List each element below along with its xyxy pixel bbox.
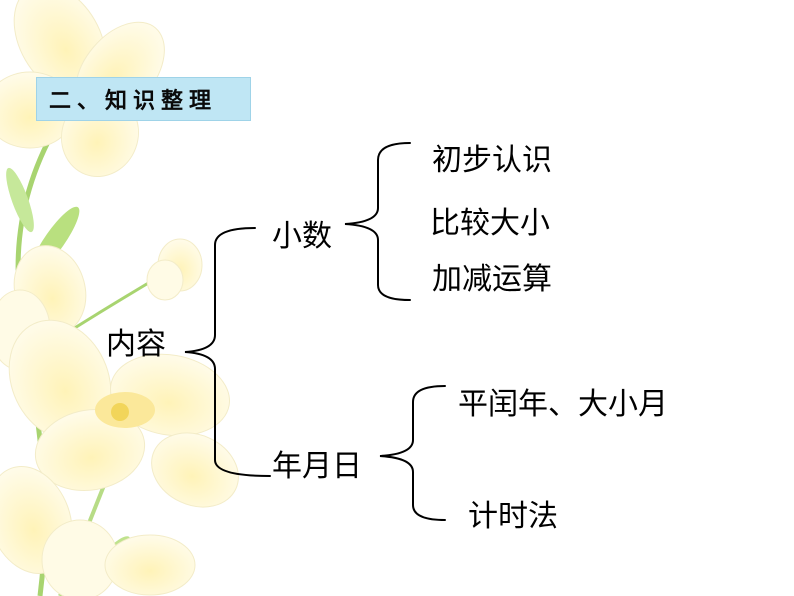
leaf-label: 平闰年、大小月 — [458, 387, 668, 422]
branch-label-decimal: 小数 — [272, 219, 332, 254]
leaf-label: 比较大小 — [430, 206, 550, 241]
branch-label-date: 年月日 — [272, 449, 362, 484]
brace-date — [379, 385, 446, 521]
leaf-label: 计时法 — [468, 499, 558, 534]
section-title-box: 二、知识整理 — [36, 77, 251, 121]
leaf-label: 初步认识 — [432, 143, 552, 178]
brace-decimal — [344, 142, 411, 301]
leaf-label: 加减运算 — [432, 262, 552, 297]
root-label: 内容 — [106, 327, 166, 362]
section-title: 二、知识整理 — [49, 88, 218, 114]
brace-root — [184, 227, 271, 477]
